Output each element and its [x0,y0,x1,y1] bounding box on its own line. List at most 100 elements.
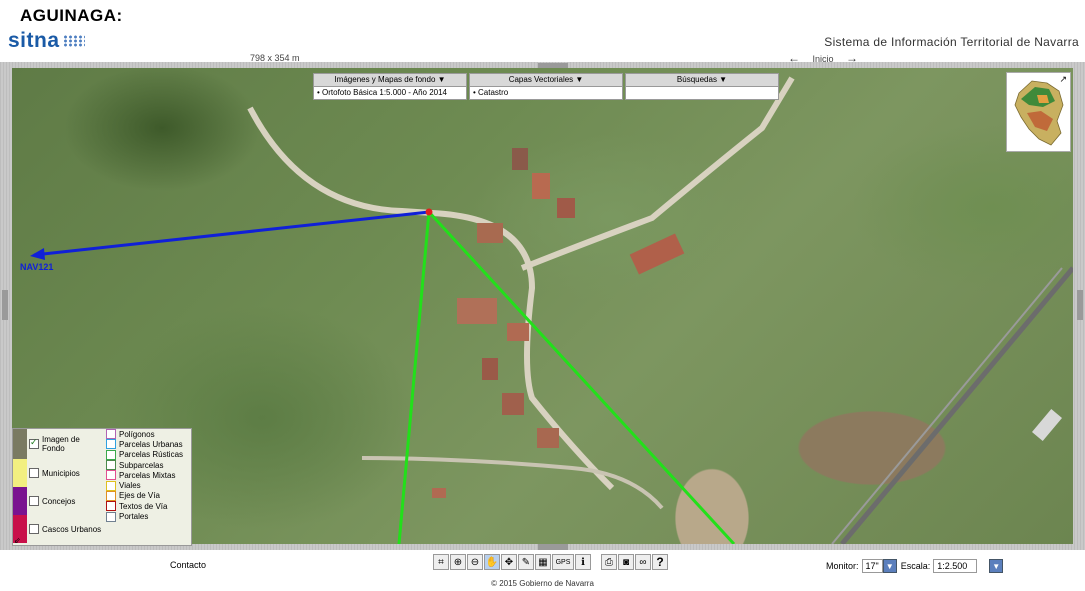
checkbox-icon[interactable] [106,470,116,481]
legend-base-layers: ✓ Imagen de Fondo Municipios Concejos Ca… [13,429,103,543]
camera-icon[interactable]: ◙ [618,554,634,570]
building [432,488,446,498]
checkbox-icon[interactable] [106,480,116,491]
menu-vector-value: • Catastro [469,87,623,100]
checkbox-icon[interactable] [106,439,116,450]
site-title: Sistema de Información Territorial de Na… [824,35,1079,49]
collapse-legend-icon[interactable]: ⇙ [14,536,21,545]
contact-link[interactable]: Contacto [170,560,207,570]
pan-up-handle[interactable] [538,63,568,69]
map-navigation: ← Inicio → [788,51,868,65]
checkbox-icon[interactable] [106,429,116,440]
direction-line-blue [33,210,430,257]
legend-item-parcelas-mixtas[interactable]: Parcelas Mixtas [104,470,191,481]
menu-vector-title[interactable]: Capas Vectoriales ▼ [469,73,623,87]
legend-label: Ejes de Vía [119,491,160,501]
legend-item-poligonos[interactable]: Polígonos [104,429,191,440]
building [532,173,550,199]
print-icon[interactable]: ⎙ [601,554,617,570]
legend-item-parcelas-urbanas[interactable]: Parcelas Urbanas [104,439,191,450]
measure-icon[interactable]: ✎ [518,554,534,570]
info-icon[interactable]: ℹ [575,554,591,570]
checkbox-icon[interactable] [29,496,39,506]
view-line-green-left [397,211,431,544]
scale-label: Escala: [900,561,931,571]
checkbox-checked-icon[interactable]: ✓ [29,437,39,449]
legend-label: Parcelas Urbanas [119,439,183,449]
checkbox-icon[interactable] [106,449,116,460]
legend-label: Concejos [42,496,76,506]
legend-item-textos-via[interactable]: Textos de Vía [104,501,191,512]
swatch-icon [13,487,27,515]
chevron-down-icon[interactable]: ▼ [989,559,1004,573]
menu-search-title[interactable]: Búsquedas ▼ [625,73,779,87]
legend-item-municipios[interactable]: Municipios [13,459,103,487]
legend-label: Subparcelas [119,460,164,470]
swatch-icon [13,429,27,459]
pan-down-handle[interactable] [538,544,568,550]
building [457,298,497,324]
zoom-out-icon[interactable]: ⊖ [467,554,483,570]
legend-item-viales[interactable]: Viales [104,480,191,491]
railway [840,266,1073,544]
building [507,323,529,341]
pan-right-handle[interactable] [1077,290,1083,320]
legend-label: Parcelas Rústicas [119,450,184,460]
road-label: NAV121 [20,262,53,272]
legend-item-parcelas-rusticas[interactable]: Parcelas Rústicas [104,449,191,460]
railway [831,267,1063,544]
help-icon[interactable]: ? [652,554,668,570]
link-icon[interactable]: ∞ [635,554,651,570]
gps-icon[interactable]: GPS [552,554,574,570]
sitna-logo[interactable]: sitna [8,29,85,53]
monitor-label: Monitor: [826,561,859,571]
legend-item-cascos-urbanos[interactable]: Cascos Urbanos [13,515,103,543]
move-icon[interactable]: ✥ [501,554,517,570]
scale-input[interactable]: 1:2.500 [933,559,978,573]
chevron-down-icon[interactable]: ▼ [882,559,897,573]
road [520,76,795,271]
legend-item-portales[interactable]: Portales [104,511,191,522]
checkbox-icon[interactable] [29,524,39,534]
checkbox-icon[interactable] [106,490,116,501]
checkbox-icon[interactable] [29,468,39,478]
legend-item-subparcelas[interactable]: Subparcelas [104,460,191,471]
arrow-left-icon[interactable]: ← [788,51,800,65]
map-dimensions: 798 x 354 m [250,53,300,63]
building [512,148,528,170]
menu-background-title[interactable]: Imágenes y Mapas de fondo ▼ [313,73,467,87]
legend-item-concejos[interactable]: Concejos [13,487,103,515]
road [361,456,664,510]
menu-background-value: • Ortofoto Básica 1:5.000 - Año 2014 [313,87,467,100]
pan-hand-icon[interactable]: ✋ [484,554,500,570]
legend-label: Viales [119,481,141,491]
menu-vector-layers[interactable]: Capas Vectoriales ▼ • Catastro [469,73,623,100]
monitor-select[interactable]: 17" [861,559,883,573]
legend-item-ejes-via[interactable]: Ejes de Vía [104,490,191,501]
building [1031,409,1063,441]
zoom-in-icon[interactable]: ⊕ [450,554,466,570]
checkbox-icon[interactable] [106,511,116,522]
menu-background[interactable]: Imágenes y Mapas de fondo ▼ • Ortofoto B… [313,73,467,100]
swatch-icon [13,515,27,543]
home-link[interactable]: Inicio [812,54,834,64]
swatch-icon [13,459,27,487]
arrow-right-icon[interactable]: → [846,51,859,65]
arrowhead-icon [30,248,45,260]
checkbox-icon[interactable] [106,501,116,512]
building-icon[interactable]: ▦ [535,554,551,570]
layer-menu: Imágenes y Mapas de fondo ▼ • Ortofoto B… [313,73,781,100]
building [537,428,559,448]
pan-left-handle[interactable] [2,290,8,320]
menu-search[interactable]: Búsquedas ▼ [625,73,779,100]
legend-item-imagen-fondo[interactable]: ✓ Imagen de Fondo [13,429,103,459]
building [629,233,685,275]
expand-icon[interactable]: ↗ [1059,74,1067,84]
legend-label: Polígonos [119,429,155,439]
overview-minimap[interactable]: ↗ [1006,72,1071,152]
page-heading: AGUINAGA: [20,6,123,25]
checkbox-icon[interactable] [106,460,116,471]
select-box-icon[interactable]: ⌗ [433,554,449,570]
map-canvas: NAV121 [20,76,1073,544]
monitor-scale-controls: Monitor: 17" ▼ Escala: 1:2.500 ▼ [826,559,1004,573]
